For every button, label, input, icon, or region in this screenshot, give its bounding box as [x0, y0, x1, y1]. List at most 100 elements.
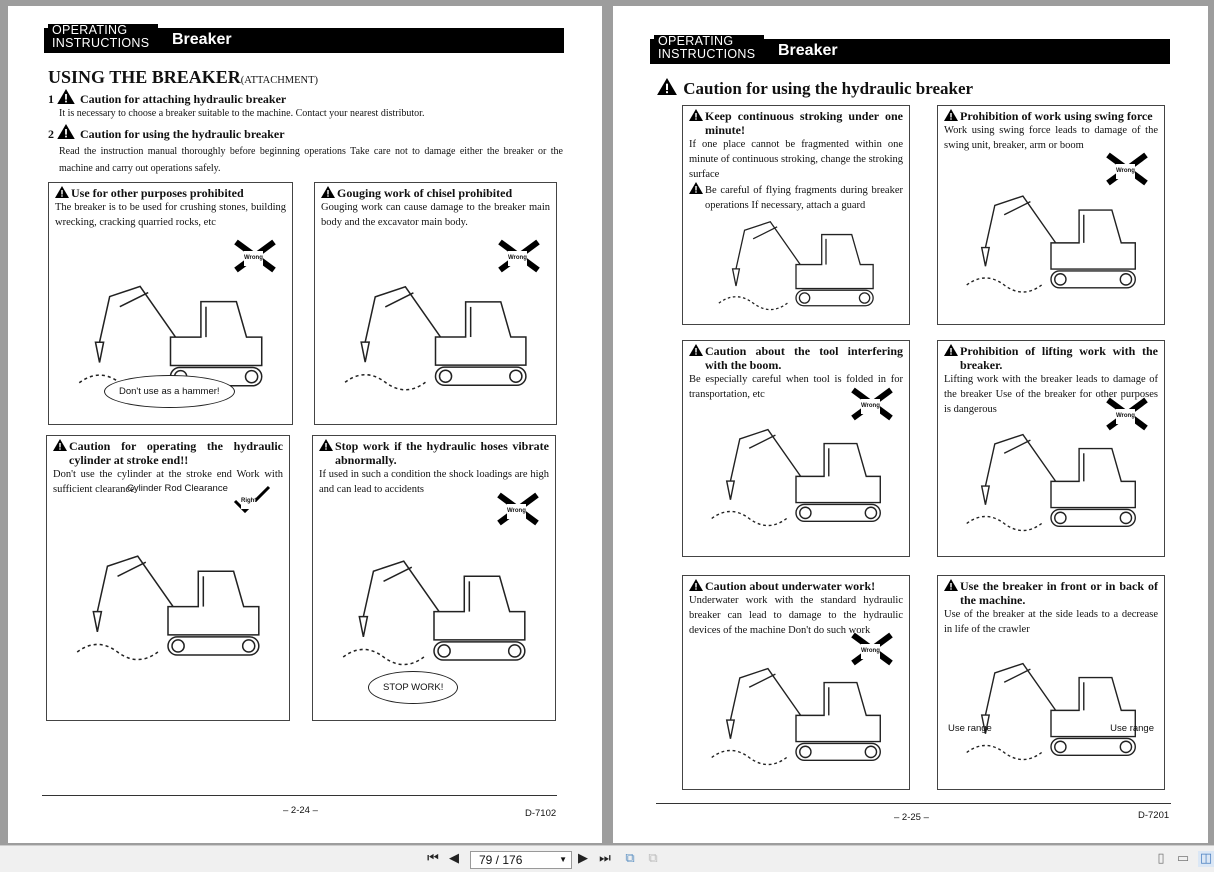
header-title: Breaker: [778, 42, 838, 59]
first-page-button[interactable]: ⏮: [427, 851, 439, 866]
excavator-illustration: [693, 196, 899, 316]
caution-text: Be especially careful when tool is folde…: [689, 374, 903, 400]
caution-title: Caution about the tool interfering with …: [689, 344, 903, 372]
rotate-page-icon[interactable]: ⧉: [648, 851, 658, 866]
warning-icon: [319, 439, 333, 451]
page-number: – 2-24 –: [283, 805, 318, 816]
next-page-button[interactable]: ▶: [578, 851, 588, 866]
pdf-page-right: OPERATING INSTRUCTIONS Breaker Caution f…: [613, 6, 1208, 843]
mark-label: Wrong: [1116, 409, 1135, 424]
caution-box: Prohibition of lifting work with the bre…: [937, 340, 1165, 557]
caution-title-text: Keep continuous stroking under one minut…: [705, 109, 903, 137]
caution-box: Keep continuous stroking under one minut…: [682, 105, 910, 325]
fit-page-icon[interactable]: ⧉: [625, 851, 635, 866]
wrong-mark-icon: Wrong: [849, 386, 895, 422]
number: 2: [48, 127, 54, 141]
caution-text: Underwater work with the standard hydrau…: [689, 595, 903, 636]
mark-label: Wrong: [1116, 164, 1135, 179]
warning-icon: [689, 344, 703, 356]
warning-icon: [689, 182, 703, 194]
warning-icon: [944, 344, 958, 356]
warning-icon: [944, 579, 958, 591]
subsection-title: Caution for attaching hydraulic breaker: [80, 92, 287, 106]
caution-title-text: Gouging work of chisel prohibited: [337, 186, 513, 200]
footer-rule: [656, 803, 1171, 804]
two-page-view-icon[interactable]: ◫: [1198, 851, 1214, 867]
speech-bubble: STOP WORK!: [368, 671, 459, 704]
footer-rule: [42, 795, 557, 796]
warning-icon: [57, 89, 75, 104]
caution-box: Caution about the tool interfering with …: [682, 340, 910, 557]
caution-title-text: Use the breaker in front or in back of t…: [960, 579, 1158, 607]
page-header-bar: OPERATING INSTRUCTIONS Breaker: [650, 35, 1170, 64]
caution-text: Work using swing force leads to damage o…: [944, 125, 1158, 151]
caution-text: The breaker is to be used for crushing s…: [55, 202, 286, 228]
last-page-button[interactable]: ⏭: [599, 851, 611, 866]
warning-icon: [689, 109, 703, 121]
subsection-1: 1 Caution for attaching hydraulic breake…: [48, 89, 286, 107]
header-operating-instructions: OPERATING INSTRUCTIONS: [48, 24, 158, 50]
wrong-mark-icon: Wrong: [1104, 396, 1150, 432]
continuous-view-icon[interactable]: ▭: [1176, 851, 1190, 866]
header-title: Breaker: [172, 31, 232, 48]
caution-text: Use of the breaker at the side leads to …: [944, 609, 1158, 635]
caution-text: Lifting work with the breaker leads to d…: [944, 374, 1158, 415]
subsection-title: Caution for using the hydraulic breaker: [80, 127, 285, 141]
warning-icon: [944, 109, 958, 121]
caution-title: Keep continuous stroking under one minut…: [689, 109, 903, 137]
caution-title: Prohibition of lifting work with the bre…: [944, 344, 1158, 372]
caution-text: Gouging work can cause damage to the bre…: [321, 202, 550, 228]
caution-text-secondary: Be careful of flying fragments during br…: [689, 182, 903, 213]
caution-title: Caution about underwater work!: [689, 579, 903, 593]
document-code: D-7201: [1138, 810, 1170, 821]
caution-title-text: Caution for operating the hydraulic cyli…: [69, 439, 283, 467]
page-number-input[interactable]: 79 / 176▼: [470, 851, 572, 869]
illustration-label: Cylinder Rod Clearance: [127, 483, 228, 494]
number: 1: [48, 92, 54, 106]
wrong-mark-icon: Wrong: [1104, 151, 1150, 187]
caution-title: Gouging work of chisel prohibited: [321, 186, 550, 200]
wrong-mark-icon: Wrong: [232, 238, 278, 274]
previous-page-button[interactable]: ◀: [449, 851, 459, 866]
wrong-mark-icon: Wrong: [495, 491, 541, 527]
caution-box: Use the breaker in front or in back of t…: [937, 575, 1165, 790]
caution-text: Don't use the cylinder at the stroke end…: [53, 469, 283, 495]
mark-label: Wrong: [507, 504, 526, 519]
right-mark-icon: Right: [229, 481, 275, 517]
header-operating-instructions: OPERATING INSTRUCTIONS: [654, 35, 764, 61]
wrong-mark-icon: Wrong: [849, 631, 895, 667]
title-suffix: (ATTACHMENT): [240, 75, 319, 86]
excavator-illustration: Right Cylinder Rod Clearance: [57, 481, 279, 712]
subsection-text: It is necessary to choose a breaker suit…: [59, 108, 425, 119]
caution-title: Use for other purposes prohibited: [55, 186, 286, 200]
mark-label: Right: [241, 494, 257, 509]
section-title: Caution for using the hydraulic breaker: [657, 78, 973, 99]
caution-title-text: Prohibition of lifting work with the bre…: [960, 344, 1158, 372]
caution-box: Stop work if the hydraulic hoses vibrate…: [312, 435, 556, 721]
single-page-view-icon[interactable]: ▯: [1157, 851, 1165, 866]
title-text: USING THE BREAKER: [48, 67, 241, 87]
caution-title: Use the breaker in front or in back of t…: [944, 579, 1158, 607]
warning-icon: [657, 78, 677, 95]
pdf-viewer-toolbar: ⏮ ◀ 79 / 176▼ ▶ ⏭ ⧉ ⧉ ▯ ▭ ◫: [0, 845, 1214, 872]
page-number: – 2-25 –: [894, 812, 929, 823]
chevron-down-icon[interactable]: ▼: [559, 855, 567, 864]
caution-text: If one place cannot be fragmented within…: [689, 139, 903, 180]
excavator-illustration: Wrong: [325, 238, 546, 416]
page-header-bar: OPERATING INSTRUCTIONS Breaker: [44, 24, 564, 53]
excavator-illustration: Wrong: [693, 386, 899, 548]
caution-box: Caution about underwater work! Underwater…: [682, 575, 910, 790]
mark-label: Wrong: [508, 251, 527, 266]
caution-title: Caution for operating the hydraulic cyli…: [53, 439, 283, 467]
subsection-text: Read the instruction manual thoroughly b…: [59, 146, 563, 174]
document-code: D-7102: [525, 808, 557, 819]
caution-title-text: Prohibition of work using swing force: [960, 109, 1153, 123]
mark-label: Wrong: [244, 251, 263, 266]
caution-title: Prohibition of work using swing force: [944, 109, 1158, 123]
excavator-illustration: Wrong: [948, 396, 1154, 548]
excavator-illustration: Wrong: [693, 631, 899, 781]
caution-title-text: Caution about the tool interfering with …: [705, 344, 903, 372]
